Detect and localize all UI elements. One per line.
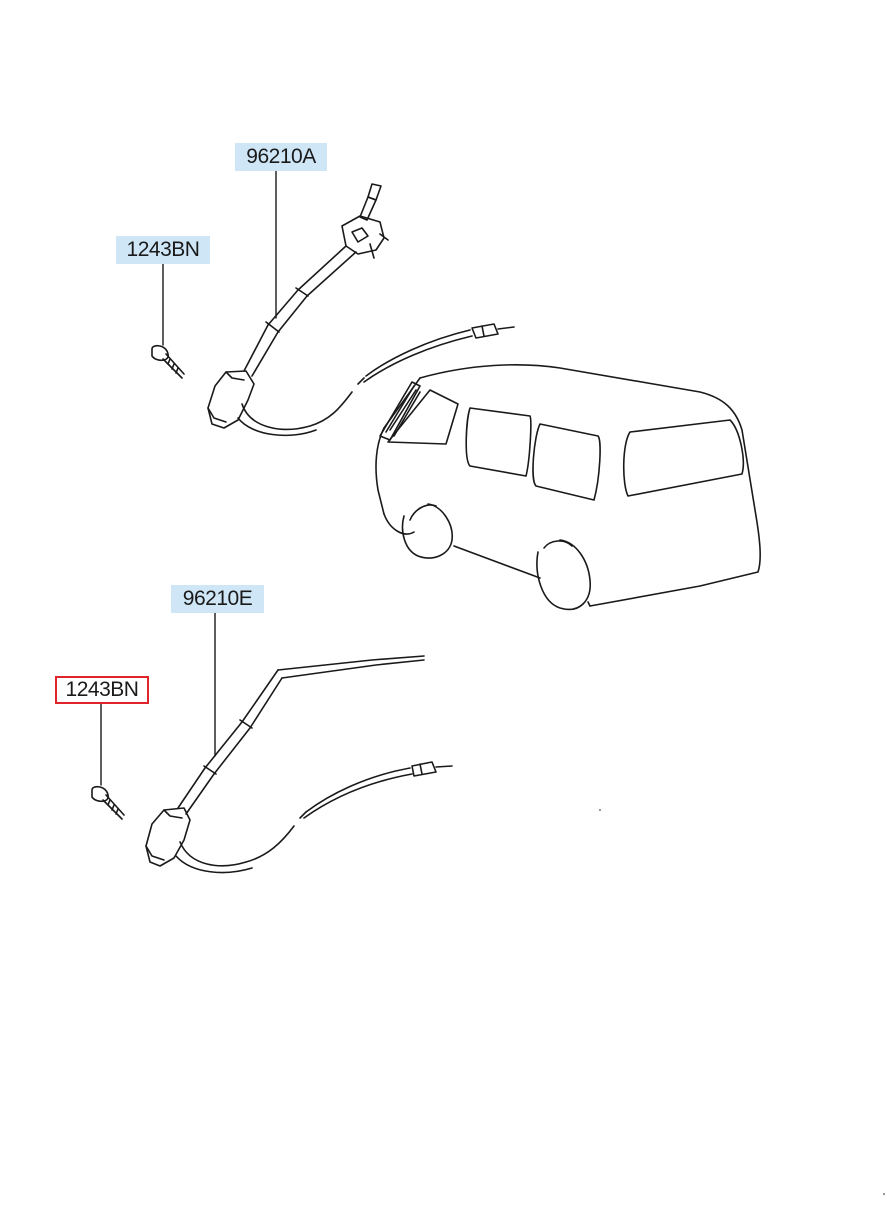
leader-lines — [100, 169, 277, 786]
van-illustration — [375, 364, 885, 1195]
part-label-1243bn-top[interactable]: 1243BN — [116, 236, 210, 264]
antenna-assembly-lower — [145, 655, 453, 874]
part-label-96210e[interactable]: 96210E — [171, 585, 264, 613]
screw-lower — [91, 785, 125, 820]
antenna-assembly-upper — [207, 183, 515, 437]
part-label-1243bn-bottom[interactable]: 1243BN — [55, 676, 149, 704]
screw-upper — [151, 344, 185, 379]
part-label-96210a[interactable]: 96210A — [235, 143, 327, 171]
